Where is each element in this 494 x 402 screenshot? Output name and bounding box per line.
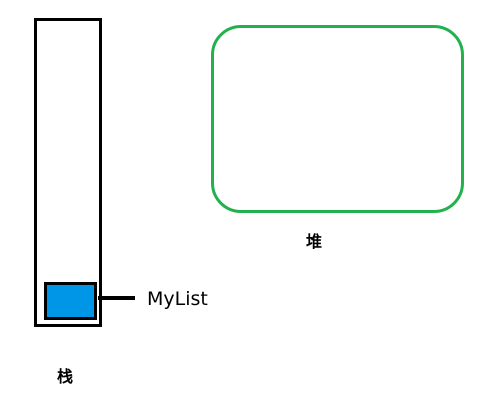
reference-connector-line <box>98 296 135 300</box>
stack-label: 栈 <box>57 367 74 386</box>
variable-label: MyList <box>147 288 208 310</box>
stack-variable-slot <box>44 282 97 320</box>
heap-region <box>211 25 464 213</box>
heap-label: 堆 <box>306 232 323 251</box>
stack-frame <box>34 18 102 327</box>
